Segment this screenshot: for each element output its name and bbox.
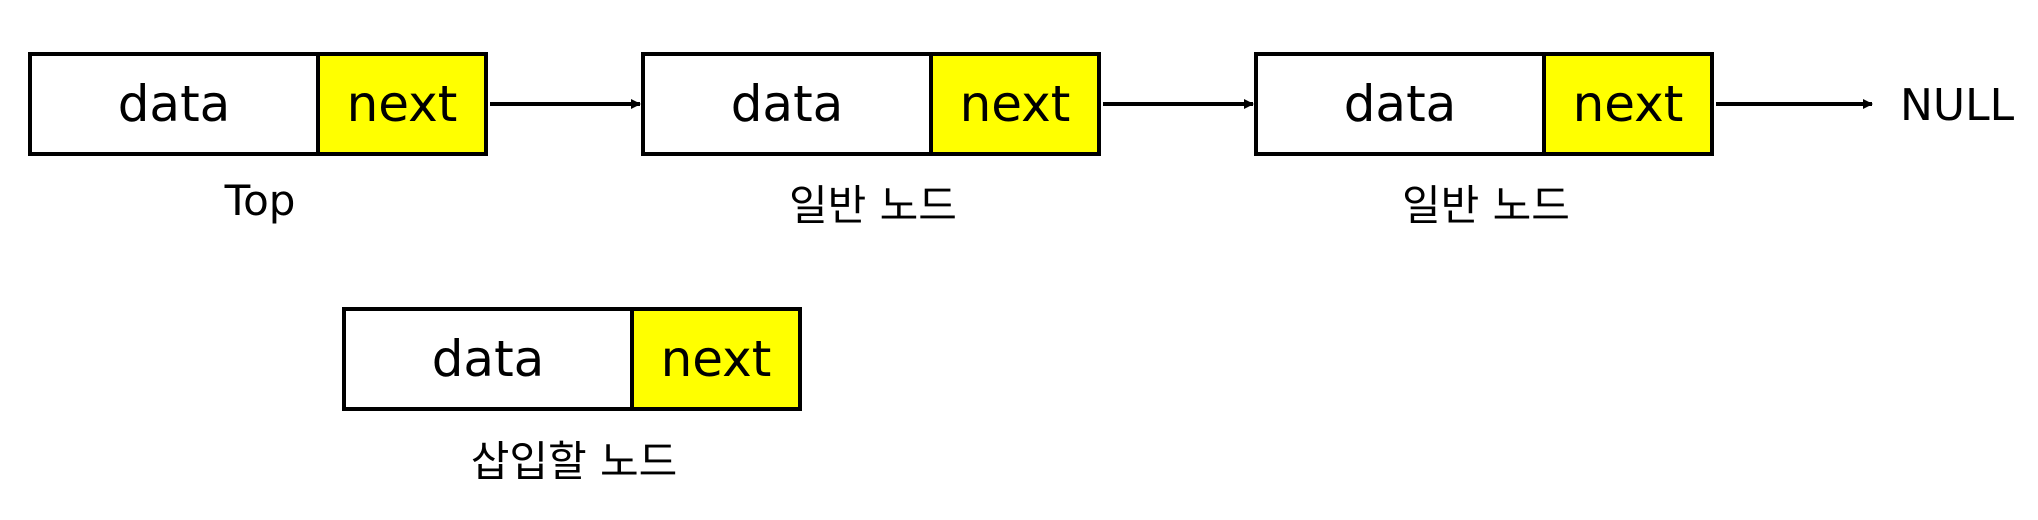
node-caption-regular-1: 일반 노드	[789, 181, 957, 230]
node-regular-2: data next	[1254, 52, 1714, 156]
node-regular-1: data next	[641, 52, 1101, 156]
node-caption-top: Top	[224, 176, 296, 225]
node-data-cell: data	[1254, 52, 1546, 156]
node-caption-insert: 삽입할 노드	[470, 437, 678, 486]
node-data-cell: data	[641, 52, 933, 156]
null-label: NULL	[1900, 80, 2015, 131]
node-next-cell: next	[630, 307, 802, 411]
node-data-cell: data	[342, 307, 634, 411]
node-next-cell: next	[929, 52, 1101, 156]
node-next-cell: next	[316, 52, 488, 156]
node-top: data next	[28, 52, 488, 156]
node-caption-regular-2: 일반 노드	[1402, 181, 1570, 230]
node-data-cell: data	[28, 52, 320, 156]
node-to-insert: data next	[342, 307, 802, 411]
node-next-cell: next	[1542, 52, 1714, 156]
